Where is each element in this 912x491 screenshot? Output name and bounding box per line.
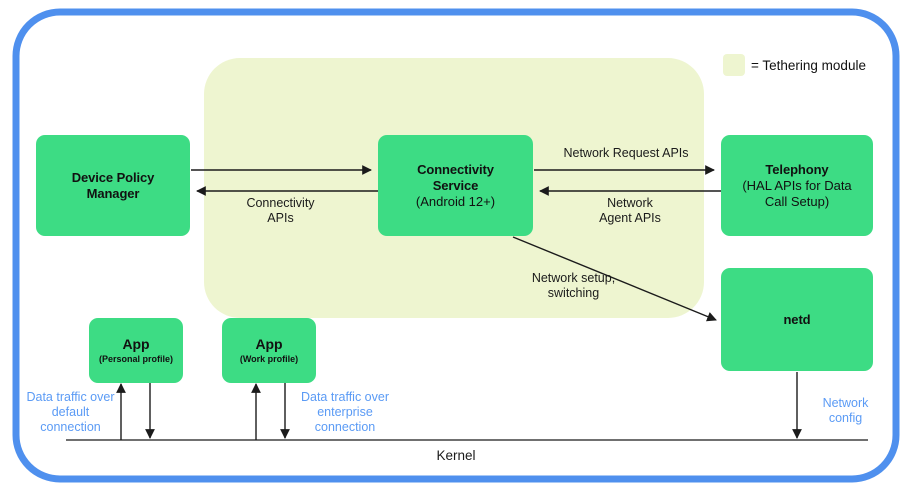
node-subtitle: (Android 12+) [415,193,496,209]
node-subtitle: (Work profile) [239,354,299,364]
node-title-line1: Device Policy [71,169,155,185]
edge-cs-to-netd [512,236,717,322]
node-subtitle: (Personal profile) [98,354,173,364]
edge-label-data-traffic-default: Data traffic over default connection [26,390,115,434]
device-boundary [12,8,900,483]
node-title-line2: Manager [86,185,140,201]
node-device-policy-manager[interactable]: Device Policy Manager [36,135,190,236]
edge-label-connectivity-apis: Connectivity APIs [246,196,315,225]
node-title-line2: Service [432,177,479,193]
node-title-line1: App [122,336,150,352]
node-title-line1: Connectivity [417,161,494,177]
edge-label-network-agent-apis: Network Agent APIs [599,196,661,225]
node-subtitle-line1: (HAL APIs for Data [742,177,852,193]
node-connectivity-service[interactable]: Connectivity Service (Android 12+) [378,135,533,236]
node-app-personal-profile[interactable]: App (Personal profile) [89,318,183,383]
node-app-work-profile[interactable]: App (Work profile) [222,318,316,383]
edge-label-data-traffic-enterprise: Data traffic over enterprise connection [300,390,389,434]
edge-label-network-request-apis: Network Request APIs [563,146,689,160]
edge-label-network-config: Network config [822,396,869,425]
legend-label: = Tethering module [751,58,866,73]
node-title-line1: App [255,336,283,352]
node-telephony[interactable]: Telephony (HAL APIs for Data Call Setup) [721,135,873,236]
node-title-line1: Telephony [765,161,829,177]
node-title-line1: netd [783,311,811,327]
node-netd[interactable]: netd [721,268,873,371]
kernel-label: Kernel [436,448,476,463]
edge-label-network-setup-switching: Network setup, switching [531,271,616,300]
legend-swatch [723,54,745,76]
node-subtitle-line2: Call Setup) [764,193,830,209]
